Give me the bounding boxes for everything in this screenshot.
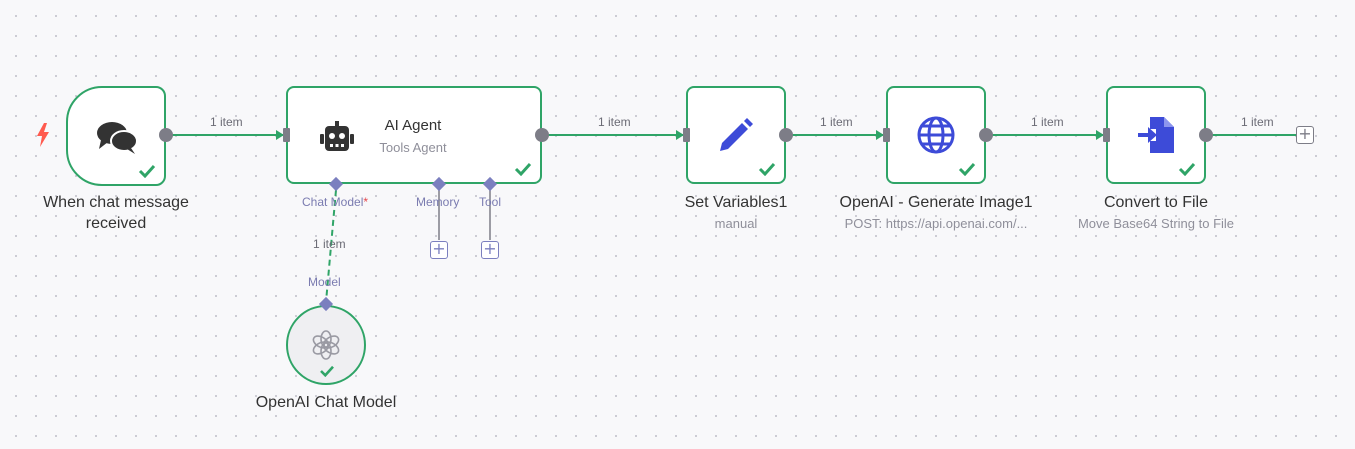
required-marker: * bbox=[363, 195, 369, 209]
connection-count-label: 1 item bbox=[313, 237, 346, 251]
chat-model-label: Chat Model* bbox=[302, 195, 369, 209]
connection-count-label: 1 item bbox=[820, 115, 853, 129]
add-tool-button[interactable]: + bbox=[481, 241, 499, 259]
success-check-icon bbox=[758, 162, 776, 176]
node-convert-to-file[interactable] bbox=[1106, 86, 1206, 184]
output-port[interactable] bbox=[979, 128, 993, 142]
node-title: When chat message received bbox=[43, 194, 189, 232]
memory-label: Memory bbox=[416, 195, 460, 209]
openai-logo-icon bbox=[312, 330, 340, 360]
connection-count-label: 1 item bbox=[1031, 115, 1064, 129]
arrow-head bbox=[676, 130, 684, 140]
node-subtitle: Move Base64 String to File bbox=[1077, 216, 1235, 231]
success-check-icon bbox=[320, 365, 334, 377]
pencil-icon bbox=[720, 118, 753, 151]
chat-bubbles-icon bbox=[97, 122, 138, 154]
connection-count-label: 1 item bbox=[598, 115, 631, 129]
success-check-icon bbox=[514, 162, 532, 176]
node-title: AI Agent bbox=[384, 117, 442, 134]
node-title: Set Variables1 bbox=[684, 194, 788, 211]
file-convert-icon bbox=[1138, 117, 1174, 153]
input-port[interactable] bbox=[283, 128, 290, 142]
node-ai-agent[interactable]: AI Agent Tools Agent bbox=[286, 86, 542, 184]
connection-model-agent[interactable] bbox=[325, 189, 337, 303]
input-port[interactable] bbox=[1103, 128, 1110, 142]
node-subtitle: manual bbox=[714, 216, 758, 231]
node-subtitle: Tools Agent bbox=[379, 140, 447, 155]
output-port[interactable] bbox=[1199, 128, 1213, 142]
add-node-button[interactable]: + bbox=[1296, 126, 1314, 144]
arrow-head bbox=[276, 130, 284, 140]
model-port-label: Model bbox=[308, 275, 341, 289]
node-subtitle: POST: https://api.openai.com/... bbox=[844, 216, 1028, 231]
input-port[interactable] bbox=[683, 128, 690, 142]
success-check-icon bbox=[138, 164, 156, 178]
output-port[interactable] bbox=[159, 128, 173, 142]
success-check-icon bbox=[1178, 162, 1196, 176]
lightning-icon bbox=[37, 123, 49, 147]
node-chat-trigger[interactable] bbox=[66, 86, 166, 186]
node-openai-generate-image[interactable] bbox=[886, 86, 986, 184]
output-port[interactable] bbox=[535, 128, 549, 142]
success-check-icon bbox=[958, 162, 976, 176]
input-port[interactable] bbox=[883, 128, 890, 142]
arrow-head bbox=[876, 130, 884, 140]
connection-count-label: 1 item bbox=[1241, 115, 1274, 129]
node-title: OpenAI Chat Model bbox=[255, 394, 397, 411]
add-memory-button[interactable]: + bbox=[430, 241, 448, 259]
connection-count-label: 1 item bbox=[210, 115, 243, 129]
node-openai-chat-model[interactable] bbox=[286, 305, 366, 385]
output-port[interactable] bbox=[779, 128, 793, 142]
robot-icon bbox=[320, 121, 354, 151]
node-title: Convert to File bbox=[1103, 194, 1209, 211]
node-title: OpenAI - Generate Image1 bbox=[839, 194, 1033, 211]
globe-icon bbox=[917, 116, 955, 154]
tool-label: Tool bbox=[479, 195, 502, 209]
node-set-variables[interactable] bbox=[686, 86, 786, 184]
arrow-head bbox=[1096, 130, 1104, 140]
